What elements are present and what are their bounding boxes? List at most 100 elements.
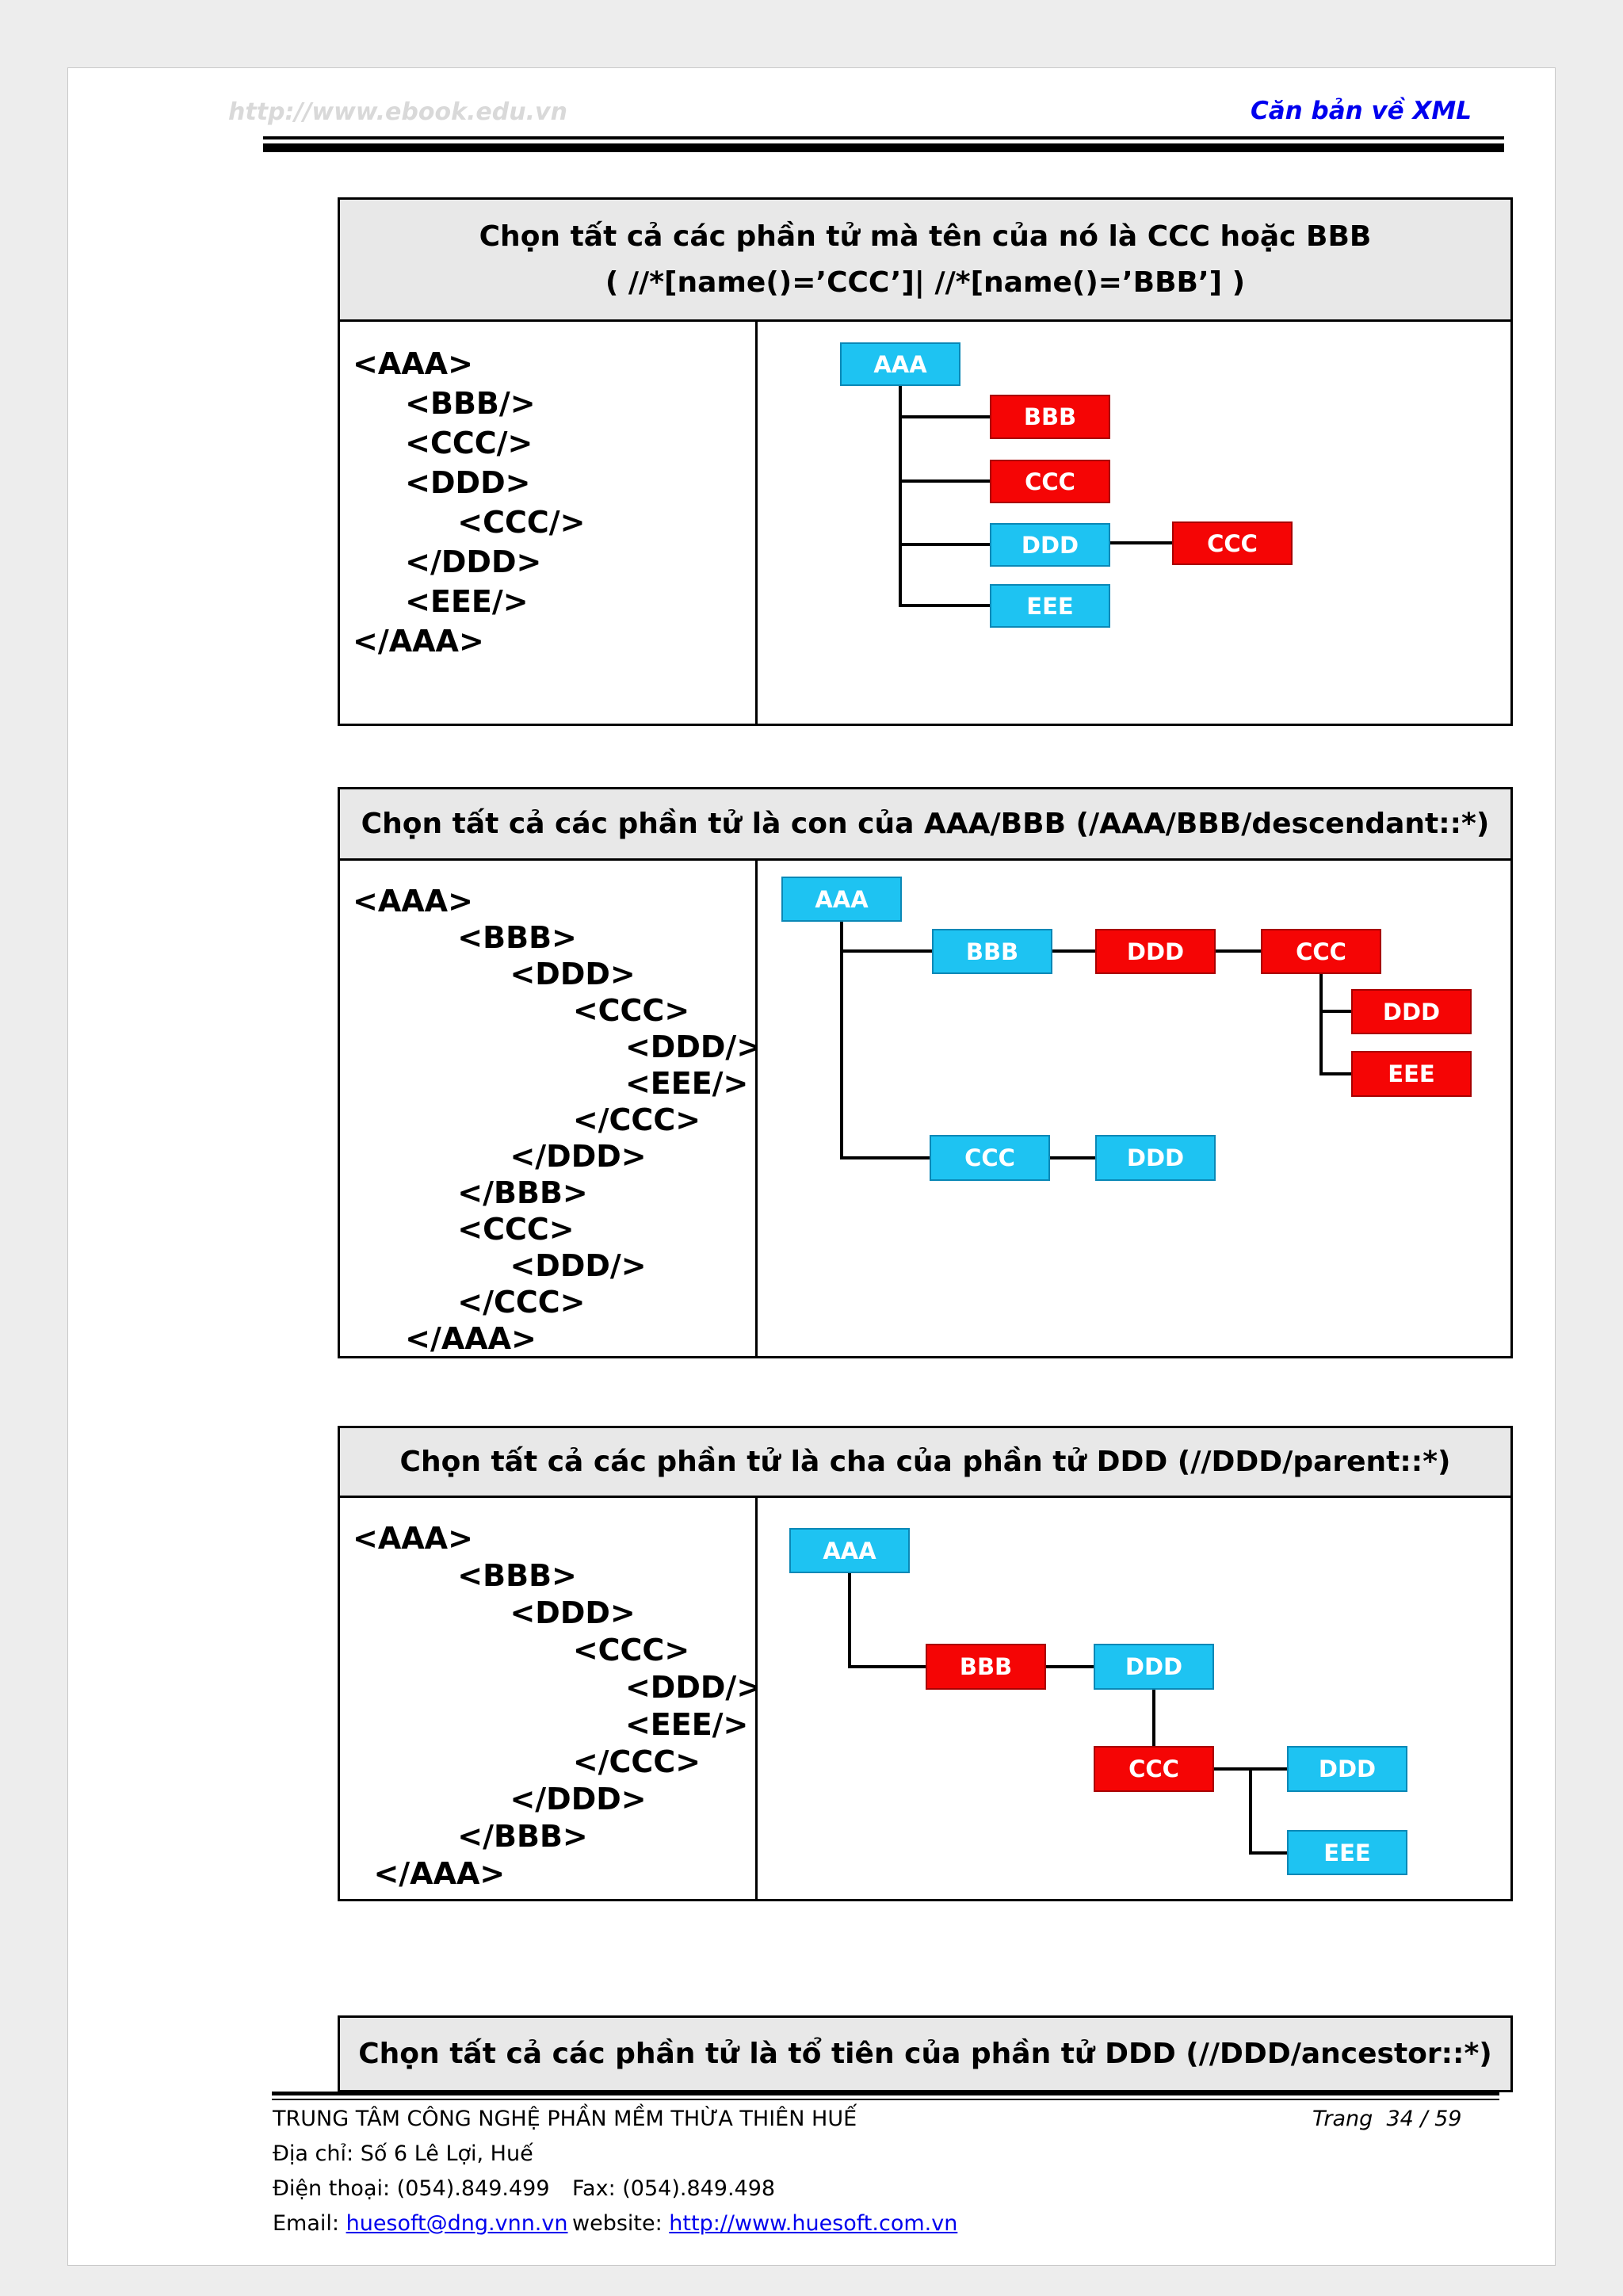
footer-fax: Fax: (054).849.498 [572, 2176, 776, 2201]
example-title: Chọn tất cả các phần tử là tổ tiên của p… [340, 2018, 1510, 2090]
tree-node-ccc: CCC [1094, 1746, 1214, 1792]
footer-phone: Điện thoại: (054).849.499 [273, 2176, 550, 2201]
tree-connector-line [1216, 949, 1261, 953]
footer-website-link[interactable]: http://www.huesoft.com.vn [669, 2211, 958, 2236]
tree-connector-line [840, 922, 843, 1159]
footer-email-line: Email: huesoft@dng.vnn.vn [273, 2211, 567, 2236]
document-page: http://www.ebook.edu.vn Căn bản về XML C… [67, 67, 1556, 2266]
tree-connector-line [900, 543, 990, 546]
example-box-descendant: Chọn tất cả các phần tử là con của AAA/B… [338, 787, 1513, 1358]
tree-connector-line [1319, 974, 1323, 1075]
code-line: <DDD> [353, 1595, 636, 1630]
tree-node-ddd: DDD [1095, 929, 1216, 974]
code-line: <BBB> [353, 920, 577, 955]
code-line: <DDD/> [353, 1030, 758, 1064]
tree-node-ddd: DDD [1095, 1135, 1216, 1181]
code-line: </CCC> [353, 1102, 701, 1137]
tree-connector-line [1152, 1690, 1155, 1746]
tree-node-bbb: BBB [926, 1644, 1046, 1690]
code-line: <DDD> [353, 465, 531, 500]
tree-node-aaa: AAA [789, 1528, 910, 1573]
xml-code-listing: <AAA> <BBB/> <CCC/> <DDD> <CCC/> </DDD> … [340, 322, 758, 724]
code-line: <AAA> [353, 884, 473, 919]
code-line: <CCC> [353, 1633, 690, 1668]
code-line: </CCC> [353, 1285, 586, 1320]
tree-connector-line [848, 1665, 926, 1668]
tree-connector-line [899, 386, 902, 607]
tree-connector-line [1050, 1156, 1095, 1159]
tree-connector-line [1046, 1665, 1094, 1668]
code-line: </AAA> [353, 1856, 506, 1891]
code-line: </AAA> [353, 1321, 537, 1356]
code-line: </DDD> [353, 1139, 647, 1174]
code-line: </BBB> [353, 1175, 588, 1210]
code-line: <DDD/> [353, 1248, 647, 1283]
tree-node-aaa: AAA [840, 342, 960, 386]
tree-node-eee: EEE [990, 584, 1110, 628]
title-line-1: Chọn tất cả các phần tử là cha của phần … [399, 1446, 1451, 1478]
header-rule-thick [263, 143, 1504, 152]
code-line: <CCC/> [353, 426, 533, 460]
tree-node-ddd: DDD [1287, 1746, 1407, 1792]
tree-connector-line [1249, 1851, 1287, 1855]
footer-rule-thick [272, 2092, 1499, 2095]
tree-connector-line [1249, 1767, 1252, 1855]
footer-website-label: website: [572, 2211, 670, 2236]
footer-email-label: Email: [273, 2211, 346, 2236]
example-content: <AAA> <BBB> <DDD> <CCC> <DDD/> <EEE/> </… [340, 861, 1510, 1356]
code-line: <BBB> [353, 1558, 577, 1593]
title-line-2: ( //*[name()=’CCC’]| //*[name()=’BBB’] ) [605, 266, 1246, 299]
tree-connector-line [848, 1573, 851, 1668]
footer-rule-thin [272, 2099, 1499, 2100]
code-line: <DDD/> [353, 1670, 758, 1705]
tree-node-ccc: CCC [1261, 929, 1381, 974]
example-title: Chọn tất cả các phần tử là con của AAA/B… [340, 789, 1510, 861]
tree-connector-line [900, 604, 990, 607]
example-box-ancestor: Chọn tất cả các phần tử là tổ tiên của p… [338, 2015, 1513, 2092]
footer-address: Địa chỉ: Số 6 Lê Lợi, Huế [273, 2141, 533, 2166]
example-title: Chọn tất cả các phần tử là cha của phần … [340, 1428, 1510, 1498]
header-document-title: Căn bản về XML [1250, 97, 1472, 125]
title-line-1: Chọn tất cả các phần tử mà tên của nó là… [479, 220, 1372, 254]
code-line: <BBB/> [353, 386, 536, 421]
example-box-parent: Chọn tất cả các phần tử là cha của phần … [338, 1426, 1513, 1901]
footer-website-line: website: http://www.huesoft.com.vn [572, 2211, 957, 2236]
code-line: </DDD> [353, 1782, 647, 1817]
code-line: </CCC> [353, 1744, 701, 1779]
code-line: <DDD> [353, 957, 636, 991]
tree-connector-line [1110, 541, 1172, 544]
example-box-name-ccc-or-bbb: Chọn tất cả các phần tử mà tên của nó là… [338, 197, 1513, 726]
example-title: Chọn tất cả các phần tử mà tên của nó là… [340, 200, 1510, 322]
tree-connector-line [1319, 1072, 1351, 1075]
code-line: <EEE/> [353, 1066, 749, 1101]
xml-tree-diagram: AAA BBB CCC DDD CCC EEE [758, 322, 1510, 724]
tree-node-ddd: DDD [990, 523, 1110, 567]
tree-node-ccc: CCC [1172, 521, 1293, 565]
xml-code-listing: <AAA> <BBB> <DDD> <CCC> <DDD/> <EEE/> </… [340, 861, 758, 1356]
tree-node-eee: EEE [1287, 1830, 1407, 1875]
tree-node-ddd: DDD [1351, 989, 1472, 1034]
example-content: <AAA> <BBB/> <CCC/> <DDD> <CCC/> </DDD> … [340, 322, 1510, 724]
footer-email-link[interactable]: huesoft@dng.vnn.vn [346, 2211, 568, 2236]
code-line: <CCC> [353, 1212, 575, 1247]
tree-connector-line [900, 415, 990, 418]
tree-node-aaa: AAA [781, 877, 902, 922]
tree-node-ccc: CCC [990, 460, 1110, 503]
footer-page-number: Trang 34 / 59 [1312, 2107, 1462, 2131]
code-line: </AAA> [353, 624, 484, 659]
code-line: <AAA> [353, 1521, 473, 1556]
header-rule-thin [263, 136, 1504, 139]
tree-node-ddd: DDD [1094, 1644, 1214, 1690]
tree-connector-line [1052, 949, 1095, 953]
example-content: <AAA> <BBB> <DDD> <CCC> <DDD/> <EEE/> </… [340, 1498, 1510, 1899]
header-watermark-url: http://www.ebook.edu.vn [228, 98, 567, 126]
title-line-1: Chọn tất cả các phần tử là tổ tiên của p… [358, 2038, 1492, 2070]
tree-node-ccc: CCC [930, 1135, 1050, 1181]
xml-tree-diagram: AAA BBB DDD CCC DDD EEE [758, 1498, 1510, 1899]
tree-node-bbb: BBB [932, 929, 1052, 974]
footer-organization: TRUNG TÂM CÔNG NGHỆ PHẦN MỀM THỪA THIÊN … [273, 2107, 857, 2131]
code-line: <EEE/> [353, 584, 529, 619]
code-line: </DDD> [353, 544, 542, 579]
tree-node-bbb: BBB [990, 395, 1110, 439]
